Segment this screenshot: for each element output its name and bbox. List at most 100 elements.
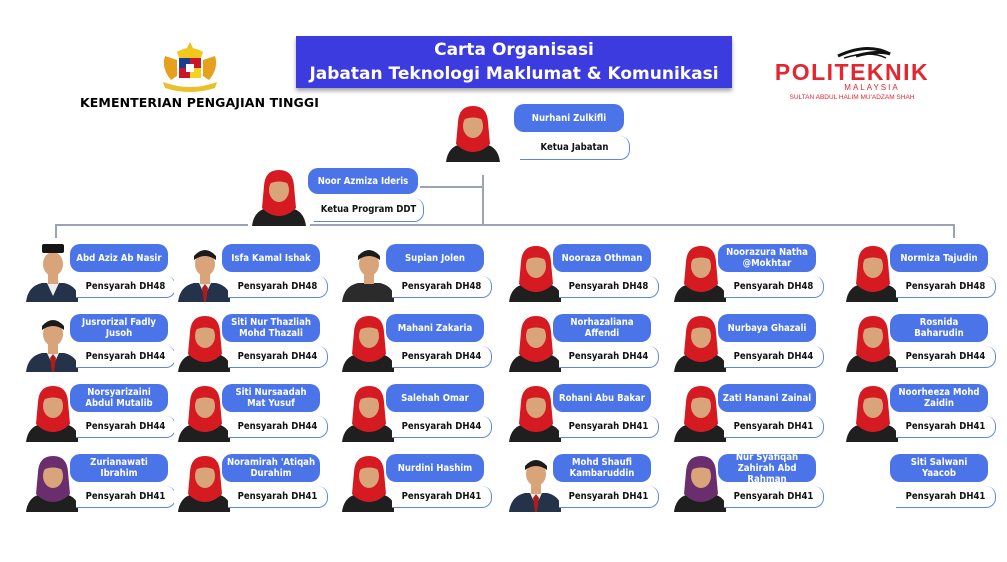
person-name: Noorheeza Mohd Zaidin [890, 384, 988, 412]
logo-country: MALAYSIA [844, 83, 899, 92]
coat-of-arms-logo [157, 40, 223, 92]
person-role: Pensyarah DH41 [228, 486, 328, 508]
person-role: Pensyarah DH44 [559, 346, 659, 368]
person-role: Pensyarah DH41 [724, 486, 824, 508]
person-role: Pensyarah DH48 [559, 276, 659, 298]
logo-campus: SULTAN ABDUL HALIM MU'ADZAM SHAH [789, 94, 914, 101]
person-name: Salehah Omar [386, 384, 484, 412]
person-name: Mohd Shaufi Kambaruddin [553, 454, 651, 482]
person-role: Pensyarah DH44 [228, 416, 328, 438]
connector-staff-right [953, 224, 955, 238]
person-photo [338, 310, 394, 372]
person-name: Zati Hanani Zainal [718, 384, 816, 412]
chart-title-line2: Jabatan Teknologi Maklumat & Komunikasi [309, 64, 719, 84]
person-photo [505, 450, 561, 512]
person-photo [338, 450, 394, 512]
person-name: Siti Nur Thazliah Mohd Thazali [222, 314, 320, 342]
person-photo [505, 310, 561, 372]
person-role: Pensyarah DH48 [392, 276, 492, 298]
person-role: Pensyarah DH48 [228, 276, 328, 298]
connector-program-horizontal [420, 186, 483, 188]
person-name: Noramirah 'Atiqah Durahim [222, 454, 320, 482]
person-photo [670, 380, 726, 442]
person-photo [505, 380, 561, 442]
person-role: Pensyarah DH44 [896, 346, 996, 368]
person-photo [505, 240, 561, 302]
person-name: Isfa Kamal Ishak [222, 244, 320, 272]
person-name: Noorazura Natha @Mokhtar [718, 244, 816, 272]
person-role: Pensyarah DH44 [228, 346, 328, 368]
person-name: Abd Aziz Ab Nasir [70, 244, 168, 272]
person-role: Ketua Jabatan [520, 136, 630, 160]
person-name: Nur Syafiqah Zahirah Abd Rahman [718, 452, 816, 485]
person-role: Ketua Program DDT [314, 198, 424, 222]
person-role: Pensyarah DH48 [76, 276, 176, 298]
person-name: Mahani Zakaria [386, 314, 484, 342]
person-photo [670, 310, 726, 372]
person-role: Pensyarah DH41 [896, 416, 996, 438]
person-role: Pensyarah DH48 [724, 276, 824, 298]
person-photo [22, 380, 78, 442]
ministry-label: KEMENTERIAN PENGAJIAN TINGGI [80, 95, 319, 110]
person-name: Nurhani Zulkifli [514, 104, 624, 132]
person-photo [22, 310, 78, 372]
person-photo [248, 164, 316, 226]
person-name: Nurbaya Ghazali [718, 314, 816, 342]
person-name: Zurianawati Ibrahim [70, 454, 168, 482]
person-name: Jusrorizal Fadly Jusoh [70, 314, 168, 342]
person-name: Siti Nursaadah Mat Yusuf [222, 384, 320, 412]
person-role: Pensyarah DH41 [559, 486, 659, 508]
person-name: Rosnida Baharudin [890, 314, 988, 342]
person-name: Norhazaliana Affendi [553, 314, 651, 342]
politeknik-logo: POLITEKNIK MALAYSIA SULTAN ABDUL HALIM M… [760, 40, 945, 102]
person-role: Pensyarah DH44 [76, 416, 176, 438]
person-name: Supian Jolen [386, 244, 484, 272]
person-photo [174, 240, 230, 302]
person-role: Pensyarah DH41 [559, 416, 659, 438]
person-photo [22, 240, 78, 302]
person-photo [670, 450, 726, 512]
person-photo [338, 380, 394, 442]
person-photo [174, 310, 230, 372]
person-photo [670, 240, 726, 302]
person-role: Pensyarah DH44 [392, 346, 492, 368]
person-photo [174, 380, 230, 442]
person-role: Pensyarah DH41 [896, 486, 996, 508]
person-role: Pensyarah DH44 [392, 416, 492, 438]
person-photo [842, 310, 898, 372]
person-role: Pensyarah DH41 [76, 486, 176, 508]
person-photo [842, 240, 898, 302]
person-photo [22, 450, 78, 512]
connector-staff-horizontal [55, 224, 955, 226]
person-name: Norsyarizaini Abdul Mutalib [70, 384, 168, 412]
person-name: Siti Salwani Yaacob [890, 454, 988, 482]
person-role: Pensyarah DH44 [76, 346, 176, 368]
person-photo [842, 380, 898, 442]
chart-title-box: Carta Organisasi Jabatan Teknologi Maklu… [296, 36, 732, 88]
logo-wordmark: POLITEKNIK [775, 59, 929, 85]
person-role: Pensyarah DH44 [724, 346, 824, 368]
person-role: Pensyarah DH41 [724, 416, 824, 438]
person-photo [174, 450, 230, 512]
